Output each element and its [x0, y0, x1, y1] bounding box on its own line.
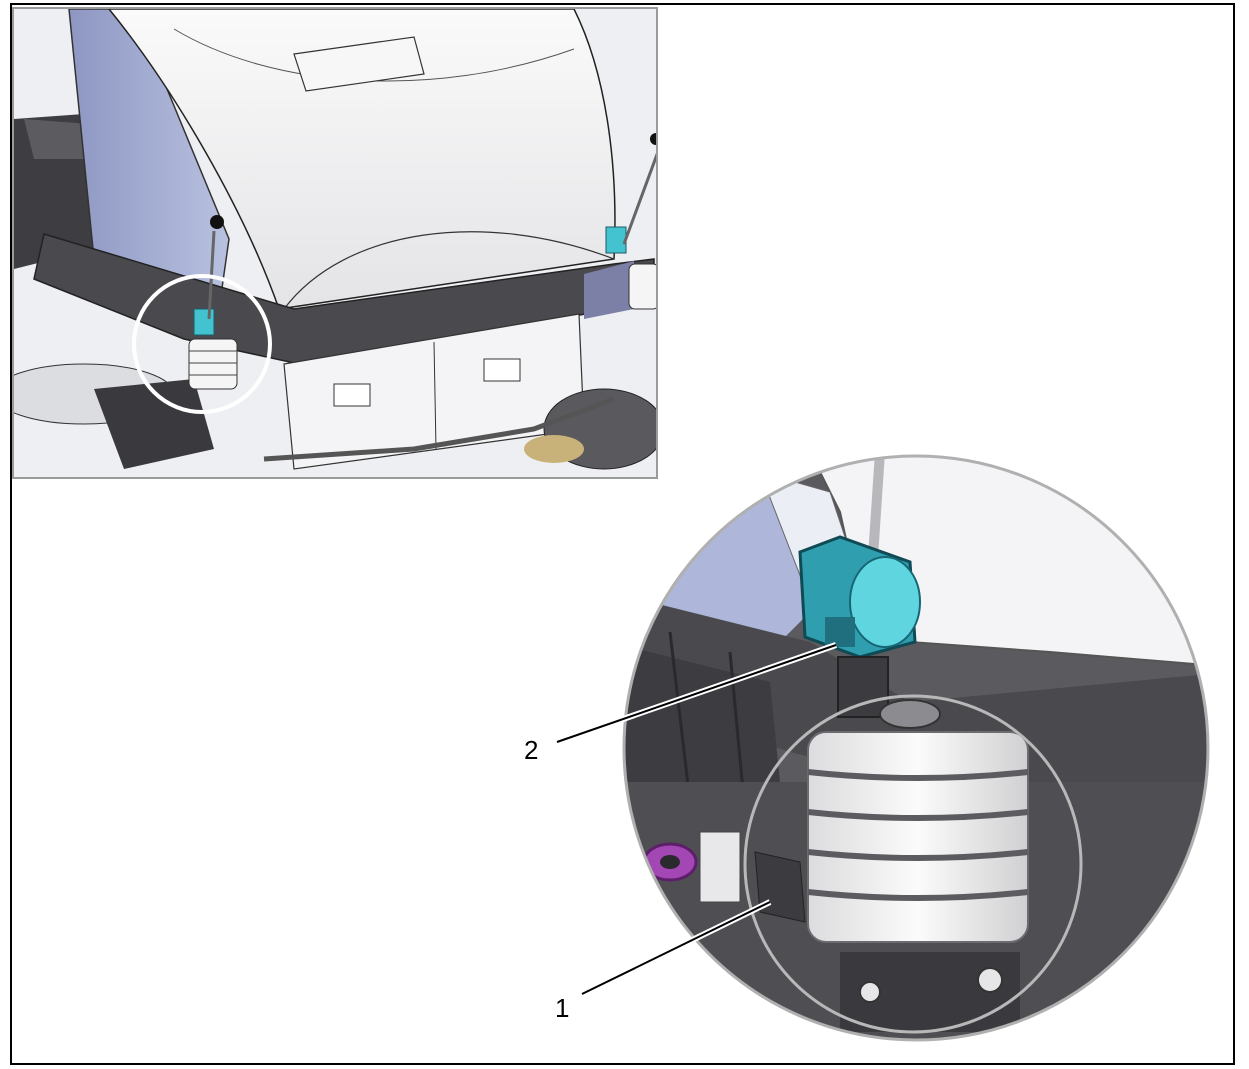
callout-label-2: 2 — [524, 735, 539, 765]
sensor-icon — [798, 535, 921, 659]
magnified-detail-image — [610, 452, 1230, 1052]
highlight-circle — [132, 274, 272, 414]
spring-stack-icon — [807, 731, 1029, 943]
callout-label-1: 1 — [555, 993, 570, 1023]
machine-overview-image — [12, 7, 658, 479]
